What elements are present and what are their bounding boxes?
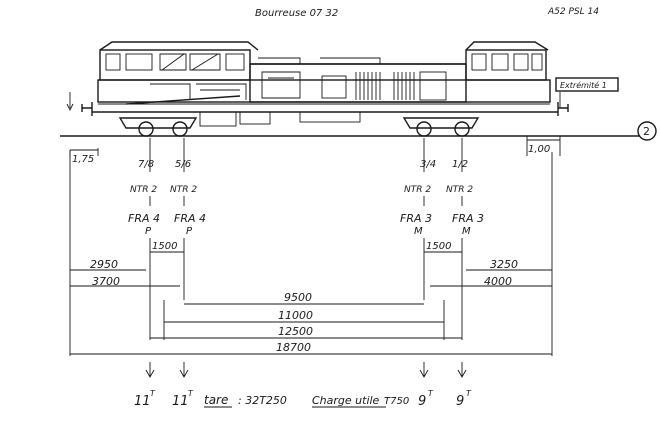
axle-position: 1/2 xyxy=(452,159,468,170)
dim-3700-value: 3700 xyxy=(92,275,120,288)
axle-type: NTR 2 xyxy=(170,185,197,195)
axle-1-2: 1/2 NTR 2 FRA 3 M xyxy=(446,159,484,237)
dim-4000-value: 4000 xyxy=(484,275,512,288)
end-label: Extrémité 1 xyxy=(560,80,607,90)
axle-position: 3/4 xyxy=(420,159,436,170)
overhang-left: 1,75 xyxy=(72,154,94,165)
dim-2950-value: 2950 xyxy=(90,258,118,271)
axle-position: 7/8 xyxy=(138,159,154,170)
dim-12500-value: 12500 xyxy=(278,325,313,338)
dim-11000: 11000 xyxy=(164,309,444,323)
axle-brake: FRA 3 xyxy=(400,212,432,225)
dim-4000: 4000 xyxy=(430,275,552,288)
axle-type: NTR 2 xyxy=(404,185,431,195)
axle-5-6: 5/6 NTR 2 FRA 4 P xyxy=(170,159,206,237)
dim-12500: 12500 xyxy=(150,325,462,339)
axle-mode: M xyxy=(462,226,471,237)
dim-2950: 2950 xyxy=(70,258,146,271)
axle-mode: P xyxy=(145,226,152,237)
dim-18700-value: 18700 xyxy=(276,341,311,354)
overhang-right: 1,00 xyxy=(528,144,550,155)
axle-type: NTR 2 xyxy=(130,185,157,195)
load-arrows xyxy=(145,362,467,378)
load-unit-4: T xyxy=(466,389,472,398)
header-reference: A52 PSL 14 xyxy=(547,7,599,17)
load-unit-1: T xyxy=(150,389,156,398)
load-unit-3: T xyxy=(428,389,434,398)
dim-3250-value: 3250 xyxy=(490,258,518,271)
axle-lines xyxy=(149,138,463,206)
axle-brake: FRA 4 xyxy=(174,212,206,225)
bogie-spacing-left-value: 1500 xyxy=(152,241,177,252)
tare-label: tare xyxy=(204,393,228,407)
axle-7-8: 7/8 NTR 2 FRA 4 P xyxy=(128,159,160,237)
dim-3250: 3250 xyxy=(466,258,552,271)
load-axle-4: 9 xyxy=(456,394,464,409)
tare-value: : 32T250 xyxy=(238,394,287,407)
end-label-box xyxy=(555,77,619,92)
load-axle-1: 11 xyxy=(134,394,151,409)
bogie-spacing-left: 1500 xyxy=(149,238,185,300)
header-title: Bourreuse 07 32 xyxy=(255,8,338,19)
end-marker-circle xyxy=(637,121,657,141)
bogie-spacing-right: 1500 xyxy=(423,238,463,300)
axle-position: 5/6 xyxy=(175,159,191,170)
overhang-left-group: 1,75 xyxy=(66,92,99,165)
axle-type: NTR 2 xyxy=(446,185,473,195)
dim-18700: 18700 xyxy=(70,341,552,355)
axle-brake: FRA 3 xyxy=(452,212,484,225)
dim-3700: 3700 xyxy=(70,275,180,288)
dim-11000-value: 11000 xyxy=(278,309,313,322)
loads-row: 11 T 11 T tare : 32T250 Charge utile T75… xyxy=(134,389,472,409)
load-unit-2: T xyxy=(188,389,194,398)
charge-value: T750 xyxy=(384,396,409,407)
bogie-spacing-right-value: 1500 xyxy=(426,241,451,252)
dim-9500: 9500 xyxy=(184,291,424,305)
axle-brake: FRA 4 xyxy=(128,212,160,225)
end-marker: 2 xyxy=(643,125,650,138)
charge-label: Charge utile xyxy=(312,394,380,407)
overhang-right-group: 1,00 xyxy=(526,92,561,156)
load-axle-2: 11 xyxy=(172,394,189,409)
axle-mode: M xyxy=(414,226,423,237)
axle-mode: P xyxy=(186,226,193,237)
dim-9500-value: 9500 xyxy=(284,291,312,304)
axle-3-4: 3/4 NTR 2 FRA 3 M xyxy=(400,159,436,237)
tamping-machine-drawing xyxy=(81,41,569,137)
load-axle-3: 9 xyxy=(418,394,426,409)
